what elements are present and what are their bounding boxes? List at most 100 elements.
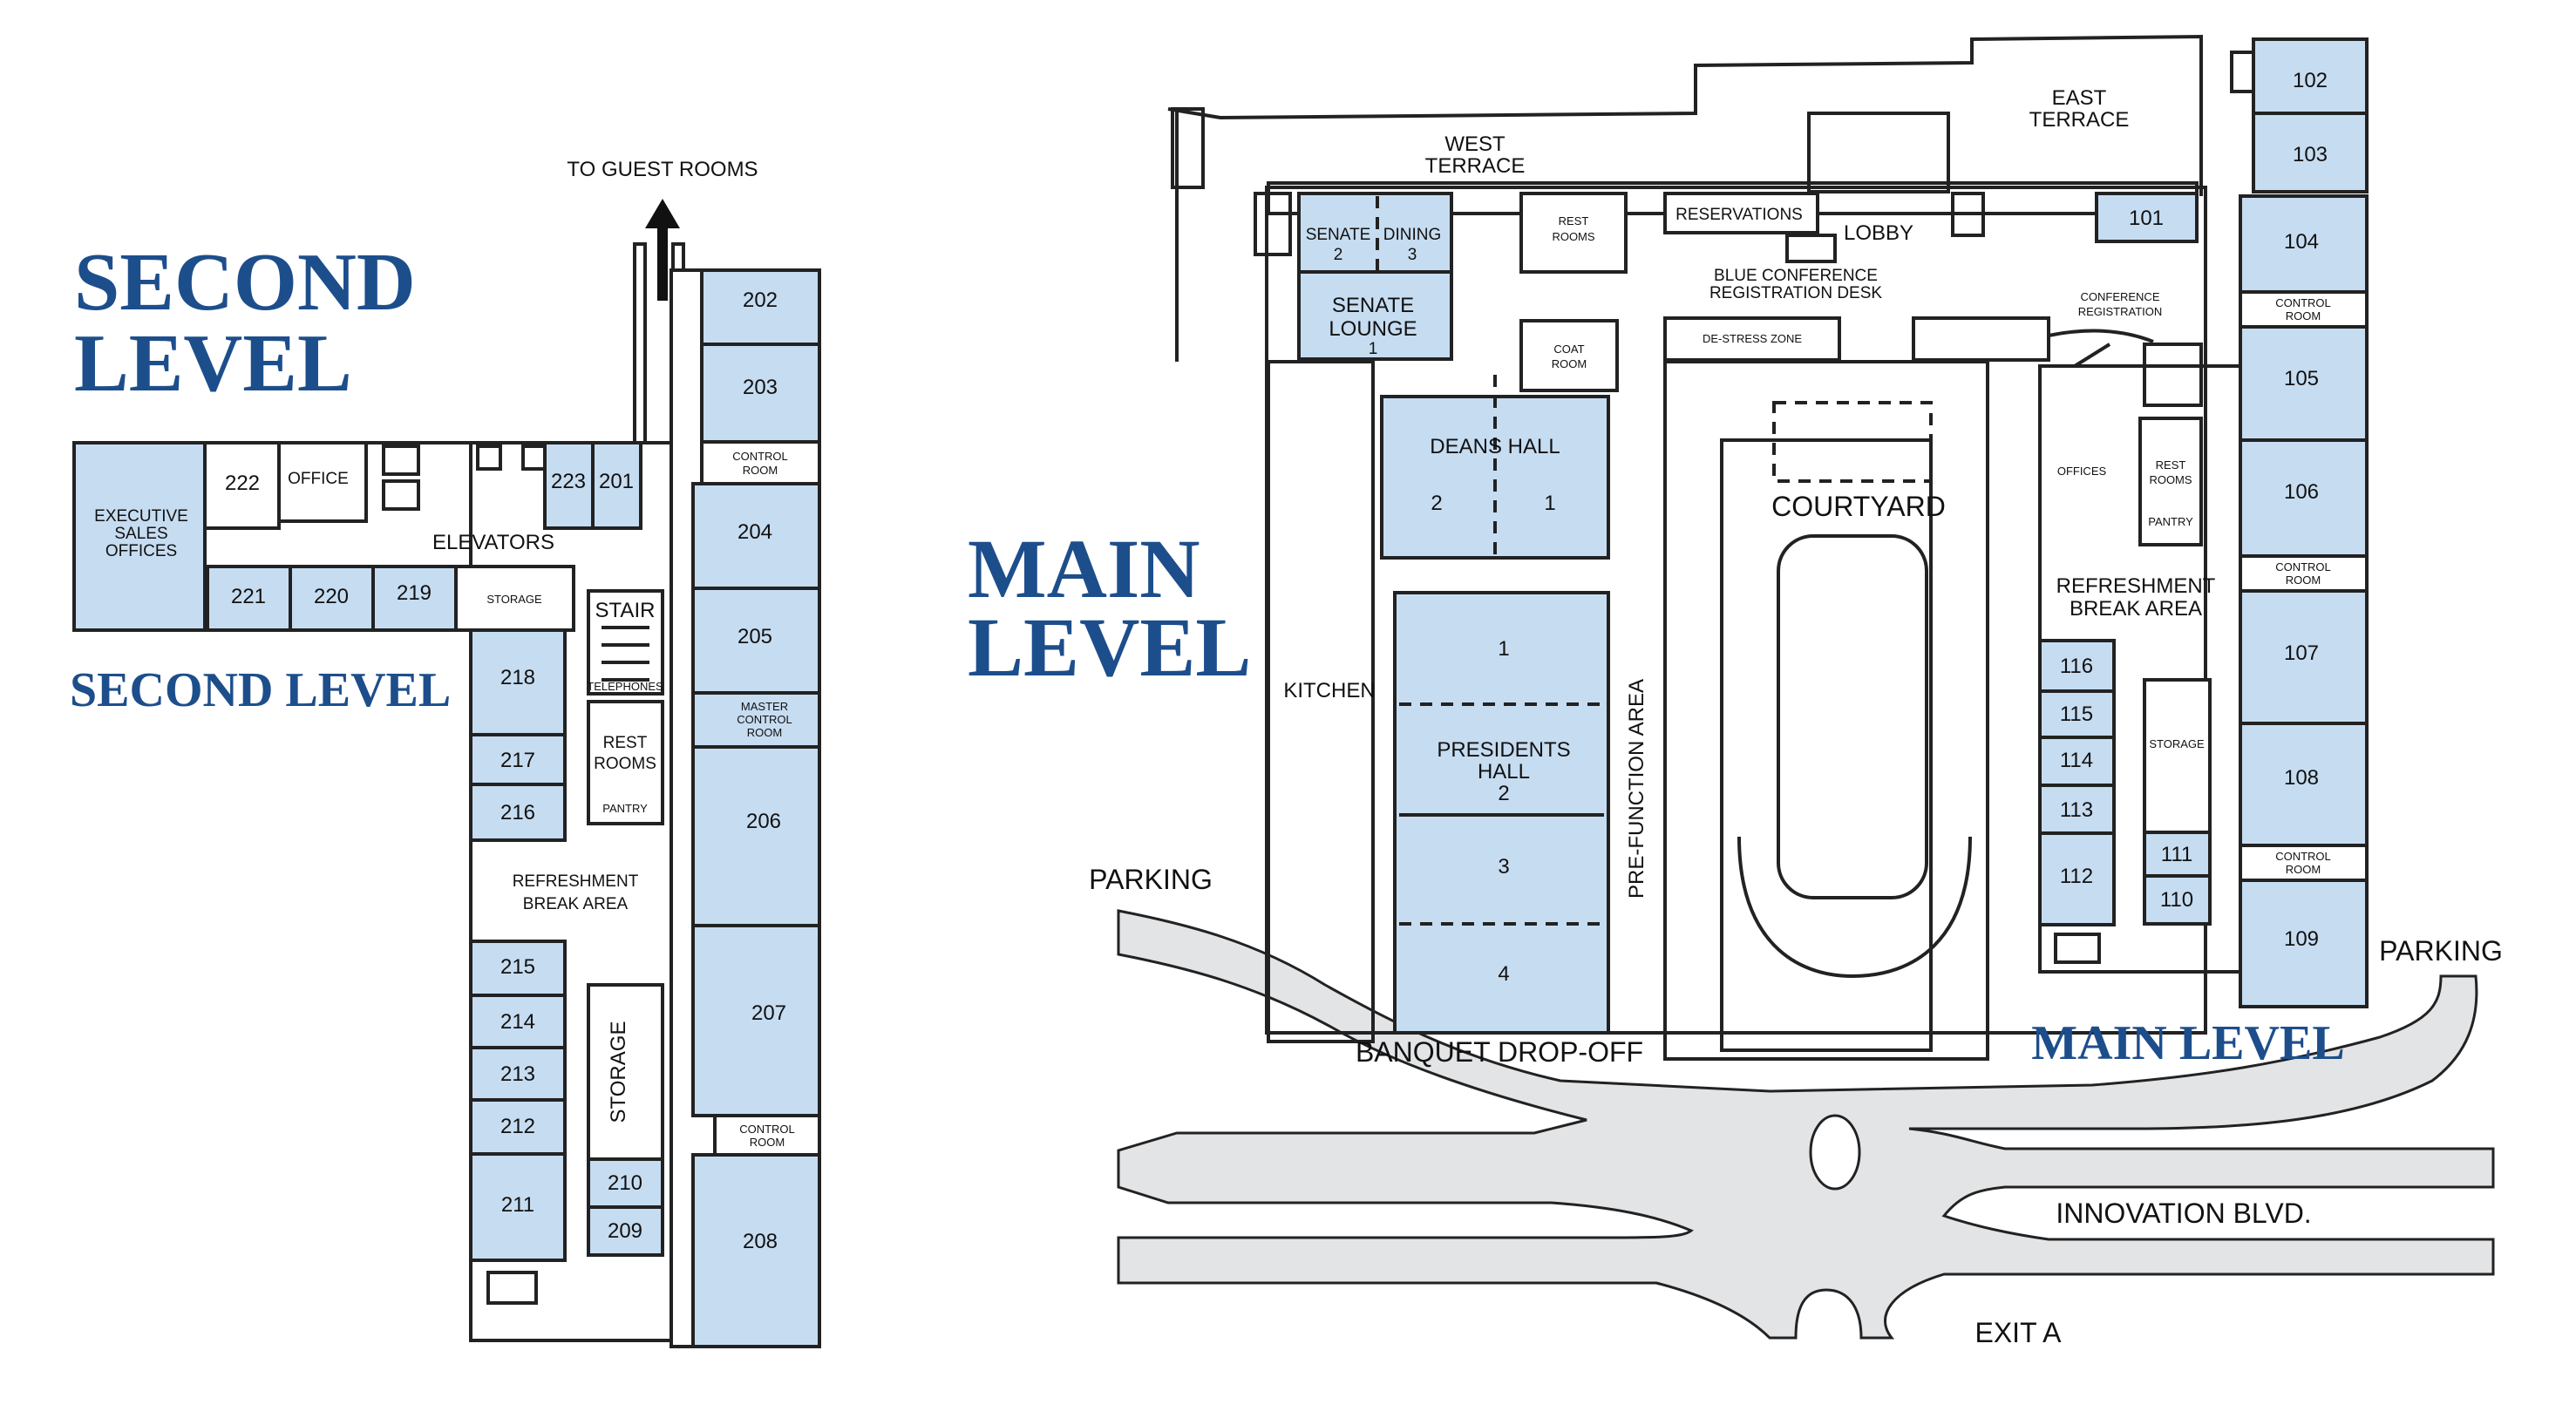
room-103-label: 103	[2293, 143, 2328, 166]
blue-conference-label-1: BLUE CONFERENCE	[1714, 267, 1878, 285]
room-103[interactable]	[2252, 112, 2369, 193]
terrace-stair-icon	[1171, 107, 1205, 189]
room-210[interactable]	[587, 1157, 664, 1209]
room-105-label: 105	[2284, 367, 2319, 390]
terrace-outline	[1167, 34, 2203, 196]
stairwell-icon	[2143, 343, 2203, 407]
room-116-label: 116	[2060, 655, 2093, 678]
telephones-label: TELEPHONES	[587, 680, 663, 693]
control-room-label: ROOM	[743, 464, 778, 477]
east-terrace-label-1: EAST	[2052, 86, 2107, 110]
main-refreshment-label-2: BREAK AREA	[2070, 597, 2202, 621]
room-112[interactable]	[2038, 831, 2116, 926]
room-216-label: 216	[500, 801, 535, 824]
room-109[interactable]	[2239, 879, 2369, 1008]
room-219[interactable]	[371, 565, 458, 632]
room-220[interactable]	[289, 565, 375, 632]
room-115-label: 115	[2060, 702, 2093, 726]
main-pantry-label: PANTRY	[2148, 515, 2193, 528]
room-219-label: 219	[397, 581, 432, 605]
room-115[interactable]	[2038, 689, 2116, 739]
control-room-label: CONTROL	[2275, 296, 2331, 309]
rest-rooms-label-2: ROOMS	[1552, 230, 1594, 243]
elevator-icon	[382, 479, 420, 511]
second-level-heading-line1: SECOND	[74, 237, 416, 328]
room-215-label: 215	[500, 955, 535, 979]
senate-lounge-label-2: LOUNGE	[1329, 317, 1417, 341]
room-presidents-hall[interactable]	[1393, 591, 1610, 1035]
stairwell-icon	[2054, 933, 2101, 964]
room-101-label: 101	[2129, 207, 2164, 230]
dining-label: DINING	[1383, 226, 1442, 244]
control-room-label: CONTROL	[739, 1123, 795, 1136]
second-level-heading-line2: LEVEL	[74, 318, 352, 409]
banquet-drop-off-label: BANQUET DROP-OFF	[1356, 1036, 1643, 1068]
refreshment-label-1: REFRESHMENT	[513, 872, 639, 891]
room-205[interactable]	[691, 587, 821, 695]
room-216[interactable]	[469, 783, 567, 842]
room-208[interactable]	[691, 1153, 821, 1348]
presidents-label-1: PRESIDENTS	[1437, 738, 1570, 762]
office-label: OFFICE	[288, 470, 349, 488]
courtyard-label: COURTYARD	[1771, 491, 1946, 522]
main-level-plan: MAIN LEVEL PARKING PARKING INNOVATION BL…	[968, 34, 2503, 1348]
conference-registration-label-1: CONFERENCE	[2080, 290, 2159, 303]
room-104[interactable]	[2239, 194, 2369, 294]
pre-function-area-label: PRE-FUNCTION AREA	[1625, 679, 1648, 899]
room-203[interactable]	[700, 343, 821, 444]
room-116[interactable]	[2038, 639, 2116, 693]
east-terrace-label-2: TERRACE	[2029, 108, 2130, 132]
room-213-label: 213	[500, 1062, 535, 1086]
to-guest-rooms-label: TO GUEST ROOMS	[567, 158, 758, 181]
elevator-icon	[476, 444, 502, 471]
de-stress-zone-label: DE-STRESS ZONE	[1703, 332, 1802, 345]
dining-num: 3	[1408, 246, 1417, 264]
room-211[interactable]	[469, 1152, 567, 1262]
room-114[interactable]	[2038, 736, 2116, 787]
refreshment-label-2: BREAK AREA	[523, 895, 629, 913]
offices-label: OFFICES	[2057, 465, 2107, 478]
rest-rooms-label-2: ROOMS	[594, 755, 656, 773]
main-rest-rooms-label-1: REST	[2156, 458, 2186, 472]
room-205-label: 205	[737, 625, 772, 648]
room-106[interactable]	[2239, 438, 2369, 558]
exec-label-1: EXECUTIVE	[94, 507, 188, 526]
master-control-label: MASTER	[741, 700, 788, 713]
control-room-label: ROOM	[2286, 863, 2321, 876]
room-110[interactable]	[2143, 874, 2212, 926]
room-senate-lounge[interactable]	[1297, 270, 1453, 361]
room-112-label: 112	[2060, 865, 2093, 888]
second-level-plan: SECOND LEVEL SECOND LEVEL TO GUEST ROOMS…	[70, 158, 821, 1348]
main-storage-label: STORAGE	[2149, 737, 2205, 750]
room-214-label: 214	[500, 1010, 535, 1034]
conference-registration-label-2: REGISTRATION	[2078, 305, 2163, 318]
room-master-control[interactable]	[691, 691, 821, 749]
room-107[interactable]	[2239, 589, 2369, 725]
storage-tall-label: STORAGE	[607, 1021, 630, 1123]
room-113[interactable]	[2038, 784, 2116, 835]
room-213[interactable]	[469, 1046, 567, 1102]
main-level-heading-line2: LEVEL	[968, 601, 1251, 694]
senate-num: 2	[1334, 246, 1343, 264]
room-101[interactable]	[2095, 192, 2199, 243]
control-room-label: ROOM	[2286, 573, 2321, 587]
room-209[interactable]	[587, 1205, 664, 1257]
room-207[interactable]	[691, 924, 821, 1117]
room-223-label: 223	[551, 470, 586, 493]
room-executive-sales-offices[interactable]	[72, 441, 207, 632]
room-202-label: 202	[743, 288, 778, 312]
room-211-label: 211	[501, 1193, 534, 1217]
room-201[interactable]	[591, 441, 642, 530]
room-204-label: 204	[737, 520, 772, 544]
presidents-2-label: 2	[1498, 782, 1509, 805]
room-senate-dining[interactable]	[1297, 192, 1453, 274]
stairwell-icon	[2230, 51, 2255, 93]
room-114-label: 114	[2060, 749, 2093, 772]
blue-conference-label-2: REGISTRATION DESK	[1709, 284, 1882, 302]
room-206[interactable]	[691, 745, 821, 927]
roundabout-island	[1809, 1114, 1861, 1191]
main-rest-rooms-label-2: ROOMS	[2149, 473, 2192, 486]
kitchen-label: KITCHEN	[1283, 679, 1375, 702]
room-202[interactable]	[700, 268, 821, 346]
